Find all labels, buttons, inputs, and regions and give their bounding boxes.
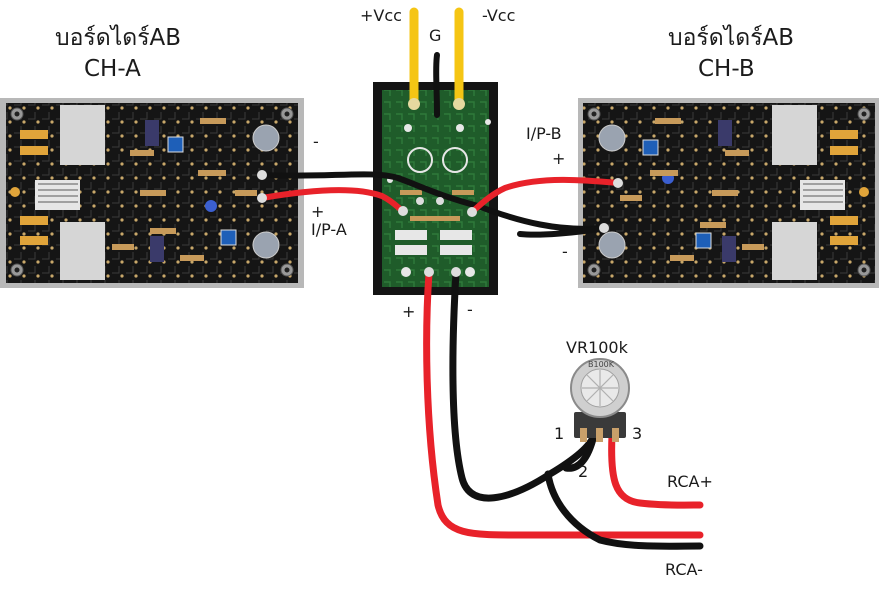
input-b-plus: +: [552, 149, 566, 168]
input-b-minus: -: [562, 242, 568, 261]
center-input-board: [373, 82, 498, 295]
pot-pin-1-label: 1: [554, 424, 565, 443]
output-minus-label: -: [467, 300, 473, 319]
pot-knob-text: B100K: [588, 360, 615, 369]
driver-board-ch-b: [578, 98, 879, 288]
power-wires: [408, 7, 465, 118]
input-a-label: I/P-A: [311, 220, 347, 239]
board-a-channel: CH-A: [84, 56, 141, 82]
input-wires-ch-b: [398, 176, 623, 238]
rca-minus-label: RCA-: [665, 560, 703, 579]
board-b-title: บอร์ดไดร์AB: [668, 25, 795, 51]
pot-pin-3-label: 3: [632, 424, 643, 443]
input-a-plus: +: [311, 202, 325, 221]
board-b-channel: CH-B: [698, 56, 755, 82]
board-a-title: บอร์ดไดร์AB: [55, 25, 182, 51]
output-wires: [423, 267, 704, 550]
input-a-minus: -: [313, 132, 319, 151]
output-plus-label: +: [402, 302, 416, 321]
potentiometer: [570, 358, 630, 442]
pot-name-label: VR100k: [566, 338, 628, 357]
plus-vcc-label: +Vcc: [360, 6, 402, 25]
rca-plus-label: RCA+: [667, 472, 713, 491]
pot-pin-2-label: 2: [578, 462, 589, 481]
driver-board-ch-a: [0, 98, 304, 288]
minus-vcc-label: -Vcc: [482, 6, 516, 25]
input-b-label: I/P-B: [526, 124, 562, 143]
input-wires-ch-a: [257, 170, 606, 232]
ground-label: G: [429, 26, 442, 45]
